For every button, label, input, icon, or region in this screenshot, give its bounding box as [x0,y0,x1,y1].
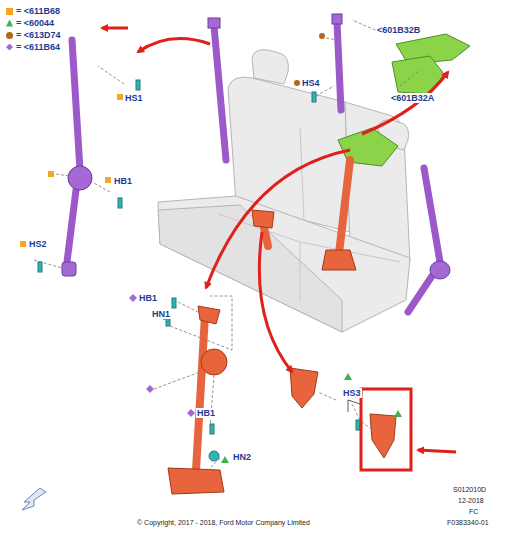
copyright-note: © Copyright, 2017 - 2018, Ford Motor Com… [136,518,311,528]
legend-row: = <611B68 [6,6,60,16]
legend-swatch [6,8,13,15]
part-number: <601B32B [376,25,421,35]
legend-text: = <611B64 [16,42,60,52]
callout-number: HB1 [196,408,216,418]
callout-number: HS4 [301,78,321,88]
legend-text: = <611B68 [16,6,60,16]
callout-number: HB1 [113,176,133,186]
legend-row: = <60044 [6,18,54,28]
callout-number: HN1 [151,309,171,319]
legend-text: = <60044 [16,18,54,28]
callout-number: HS3 [342,388,362,398]
part-number: <601B32A [390,93,435,103]
legend-swatch [6,20,13,27]
callout-number: HB1 [138,293,158,303]
callout-number: HS1 [124,93,144,103]
legend-swatch [6,44,13,51]
legend-row: = <613D74 [6,30,61,40]
callout-number: HN2 [232,452,252,462]
drawing-date: 12-2018 [457,497,485,505]
drawing-code: FC [468,508,479,516]
drawing-code: F0383340-01 [446,519,490,527]
legend-row: = <611B64 [6,42,60,52]
drawing-code: S012010D [452,486,487,494]
callout-number: HS2 [28,239,48,249]
legend-text: = <613D74 [16,30,61,40]
legend-swatch [6,32,13,39]
